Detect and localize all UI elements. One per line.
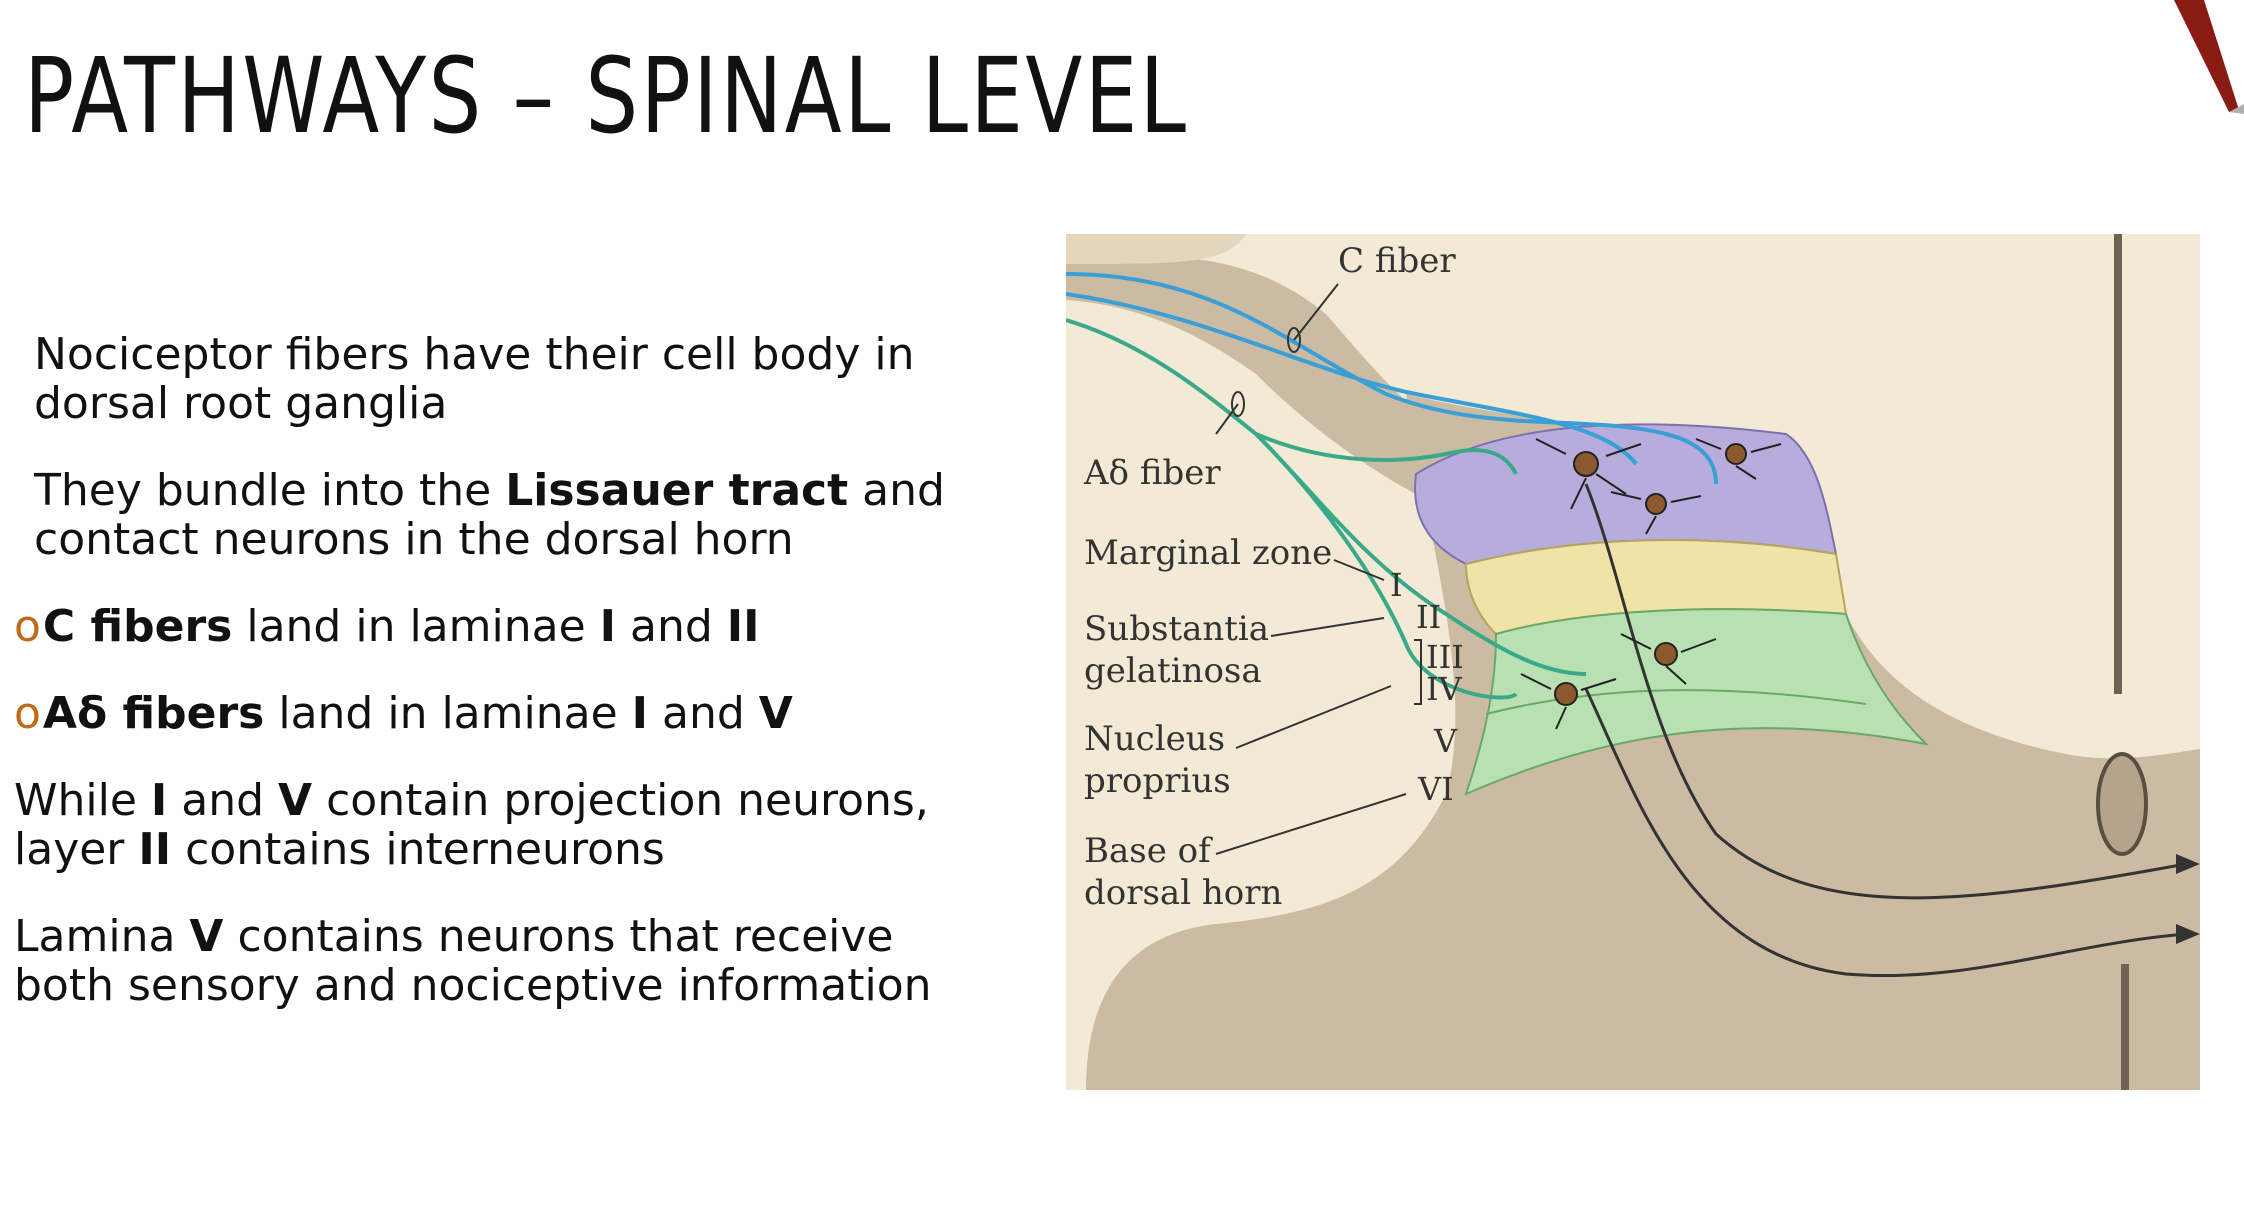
lamina-label-iv: IV — [1426, 670, 1463, 708]
label-gelatinosa: gelatinosa — [1084, 651, 1262, 691]
bullet-ad-fibers: oAδ fibers land in laminae I and V — [14, 688, 793, 739]
central-canal — [2096, 752, 2148, 856]
lamina-label-iii: III — [1426, 638, 1464, 676]
corner-decoration — [2174, 0, 2244, 114]
lamina-label-ii: II — [1416, 598, 1441, 636]
lamina-v-vi-band — [1464, 608, 1929, 796]
ad-fiber-path — [1066, 318, 1518, 475]
bullet-icon: o — [14, 688, 41, 739]
bullet-c-fibers: oC fibers land in laminae I and II — [14, 601, 760, 652]
lamina-label-vi: VI — [1417, 770, 1454, 808]
arrow-head-icon — [2176, 924, 2200, 944]
projection-axon — [1584, 483, 2187, 900]
gray-matter — [1086, 394, 2200, 1090]
label-proprius: proprius — [1084, 761, 1231, 801]
lissauer-tract-term: Lissauer tract — [505, 465, 849, 516]
label-substantia: Substantia — [1084, 609, 1269, 649]
bullet-icon: o — [14, 601, 41, 652]
label-c-fiber: C fiber — [1338, 241, 1456, 281]
label-nucleus: Nucleus — [1084, 719, 1225, 759]
leader-lines — [1215, 283, 1422, 855]
neuron-cells — [1554, 443, 1747, 706]
paragraph-lissauer: They bundle into the Lissauer tract and … — [34, 465, 945, 565]
slide-title: PATHWAYS – SPINAL LEVEL — [24, 35, 1189, 157]
dorsal-horn-diagram: C fiber Aδ fiber Marginal zone Substanti… — [1066, 234, 2200, 1090]
paragraph-dorsal-root: Nociceptor fibers have their cell body i… — [34, 329, 915, 429]
label-marginal-zone: Marginal zone — [1084, 533, 1332, 573]
midline-fissure — [2114, 234, 2122, 694]
paragraph-lamina-v: Lamina V contains neurons that receive b… — [14, 911, 932, 1011]
lamina-label-v: V — [1433, 722, 1458, 760]
body-text: Nociceptor fibers have their cell body i… — [0, 330, 1000, 1048]
label-dorsal-horn: dorsal horn — [1084, 873, 1282, 913]
label-base-of: Base of — [1084, 831, 1213, 871]
arrow-head-icon — [2176, 854, 2200, 874]
lamina-label-i: I — [1390, 566, 1403, 604]
label-ad-fiber: Aδ fiber — [1083, 453, 1221, 493]
paragraph-projection-neurons: While I and V contain projection neurons… — [14, 775, 929, 875]
c-fiber-path — [1066, 272, 1718, 485]
